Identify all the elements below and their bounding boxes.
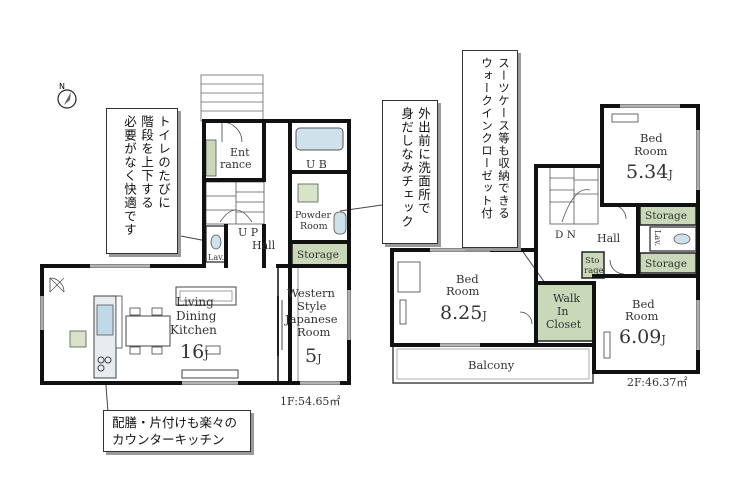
callout-toilet-line-1: トイレのたびに xyxy=(156,115,171,210)
sofa xyxy=(175,286,237,306)
label-hall-1f: Hall xyxy=(252,239,276,252)
toilet-2f-icon xyxy=(673,233,691,245)
label-bed3-size: 6.09J xyxy=(619,326,666,348)
callout-powder-line-2: 身だしなみチェック xyxy=(399,107,414,229)
callout-powder: 外出前に洗面所で 身だしなみチェック xyxy=(382,100,438,244)
label-storage-2f-mid: Storage xyxy=(645,258,687,270)
label-up: U P xyxy=(238,226,259,239)
label-bed1-size: 5.34J xyxy=(626,161,673,183)
sink-icon xyxy=(333,211,347,235)
callout-toilet-line-2: 階段を上下する xyxy=(139,115,154,210)
fridge-icon xyxy=(69,330,87,348)
label-storage-1f: Storage xyxy=(297,249,339,261)
label-storage-2f-top: Storage xyxy=(645,210,687,222)
exterior-steps xyxy=(200,74,264,122)
label-wj-size: 5J xyxy=(305,345,322,367)
label-2f-area: 2F:46.37㎡ xyxy=(627,376,687,389)
compass-letter: N xyxy=(59,82,65,91)
callout-closet-line-2: ウォークインクローゼット付 xyxy=(480,57,494,220)
callout-kitchen-line-2: カウンターキッチン xyxy=(112,432,225,447)
stairs-2f xyxy=(549,165,599,225)
toilet-icon xyxy=(210,234,222,250)
tv-board xyxy=(181,369,239,379)
callout-closet-line-1: スーツケース等も収納できる xyxy=(497,57,511,220)
callout-toilet-line-3: 必要がなく快適です xyxy=(122,115,137,237)
label-bed2-size: 8.25J xyxy=(440,302,487,324)
label-ub: U B xyxy=(306,158,327,171)
label-balcony: Balcony xyxy=(468,358,515,372)
compass-icon: N xyxy=(57,82,77,109)
label-1f-area: 1F:54.65㎡ xyxy=(280,395,340,408)
label-lav-1f: Lav. xyxy=(208,253,224,262)
label-hall-2f: Hall xyxy=(597,232,621,245)
shoe-storage xyxy=(205,139,217,177)
label-ldk-size: 16J xyxy=(180,341,209,363)
callout-kitchen: 配膳・片付けも楽々の カウンターキッチン xyxy=(103,410,251,452)
balcony xyxy=(392,344,594,384)
kitchen-sink-icon xyxy=(96,304,114,336)
label-dn: D N xyxy=(555,229,576,241)
callout-toilet: トイレのたびに 階段を上下する 必要がなく快適です xyxy=(106,108,178,254)
callout-closet: スーツケース等も収納できる ウォークインクローゼット付 xyxy=(462,50,518,248)
dining-table xyxy=(125,315,171,347)
label-lav-2f: Lav. xyxy=(653,230,662,246)
bathtub-icon xyxy=(295,127,344,151)
callout-kitchen-line-1: 配膳・片付けも楽々の xyxy=(112,415,238,430)
stairs-1f xyxy=(205,181,265,225)
washing-machine-icon xyxy=(297,183,319,203)
callout-powder-line-1: 外出前に洗面所で xyxy=(416,107,431,215)
